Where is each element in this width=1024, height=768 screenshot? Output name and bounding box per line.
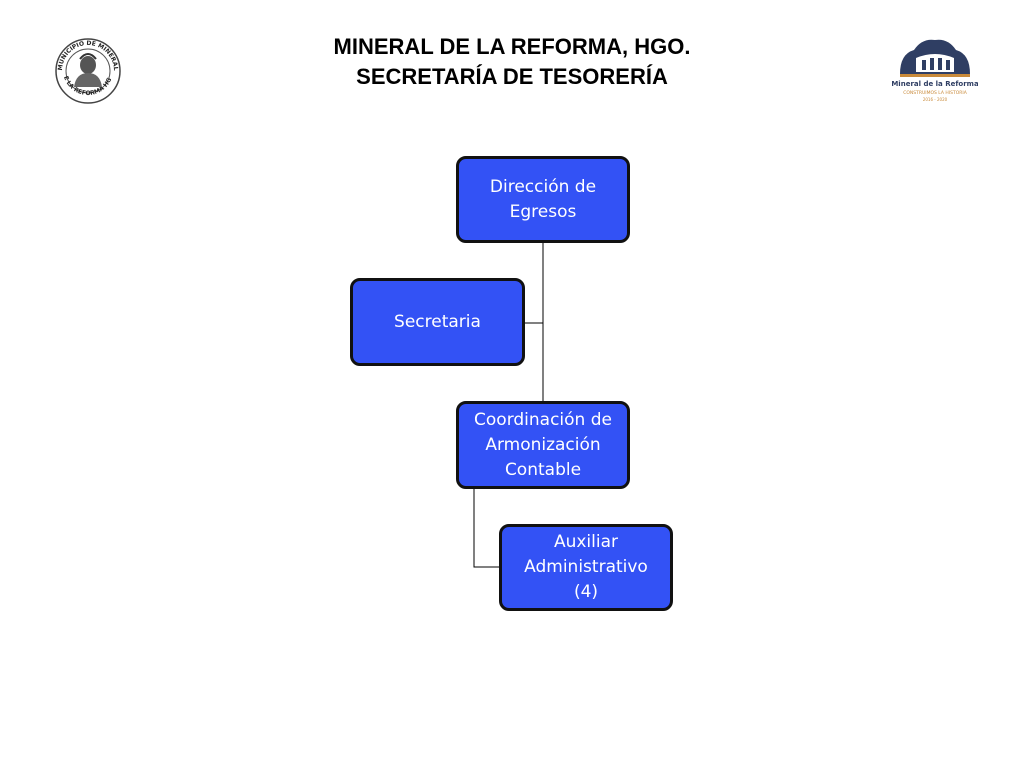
node-direccion-de-egresos: Dirección de Egresos xyxy=(456,156,630,243)
node-label: Secretaria xyxy=(394,311,481,332)
logo-years: 2016 - 2020 xyxy=(923,97,948,102)
node-label: Auxiliar Administrativo (4) xyxy=(524,532,648,602)
node-coordinacion-armonizacion-contable: Coordinación de Armonización Contable xyxy=(456,401,630,489)
connector-coordinacion-auxiliar xyxy=(473,489,499,568)
logo-name: Mineral de la Reforma xyxy=(892,80,978,88)
mineral-de-la-reforma-logo-icon: Mineral de la Reforma CONSTRUIMOS LA HIS… xyxy=(892,39,978,102)
node-label: Coordinación de Armonización Contable xyxy=(474,409,612,480)
municipal-seal-icon: MUNICIPIO DE MINERAL DE LA REFORMA HGO. xyxy=(50,35,121,104)
node-label: Dirección de Egresos xyxy=(489,176,597,222)
page-header: MINERAL DE LA REFORMA, HGO. SECRETARÍA D… xyxy=(0,32,1024,92)
header-department: SECRETARÍA DE TESORERÍA xyxy=(356,64,668,89)
header-municipality: MINERAL DE LA REFORMA, HGO. xyxy=(333,34,691,59)
node-auxiliar-administrativo: Auxiliar Administrativo (4) xyxy=(499,524,673,611)
node-secretaria: Secretaria xyxy=(350,278,525,366)
logo-tagline: CONSTRUIMOS LA HISTORIA xyxy=(903,90,968,96)
